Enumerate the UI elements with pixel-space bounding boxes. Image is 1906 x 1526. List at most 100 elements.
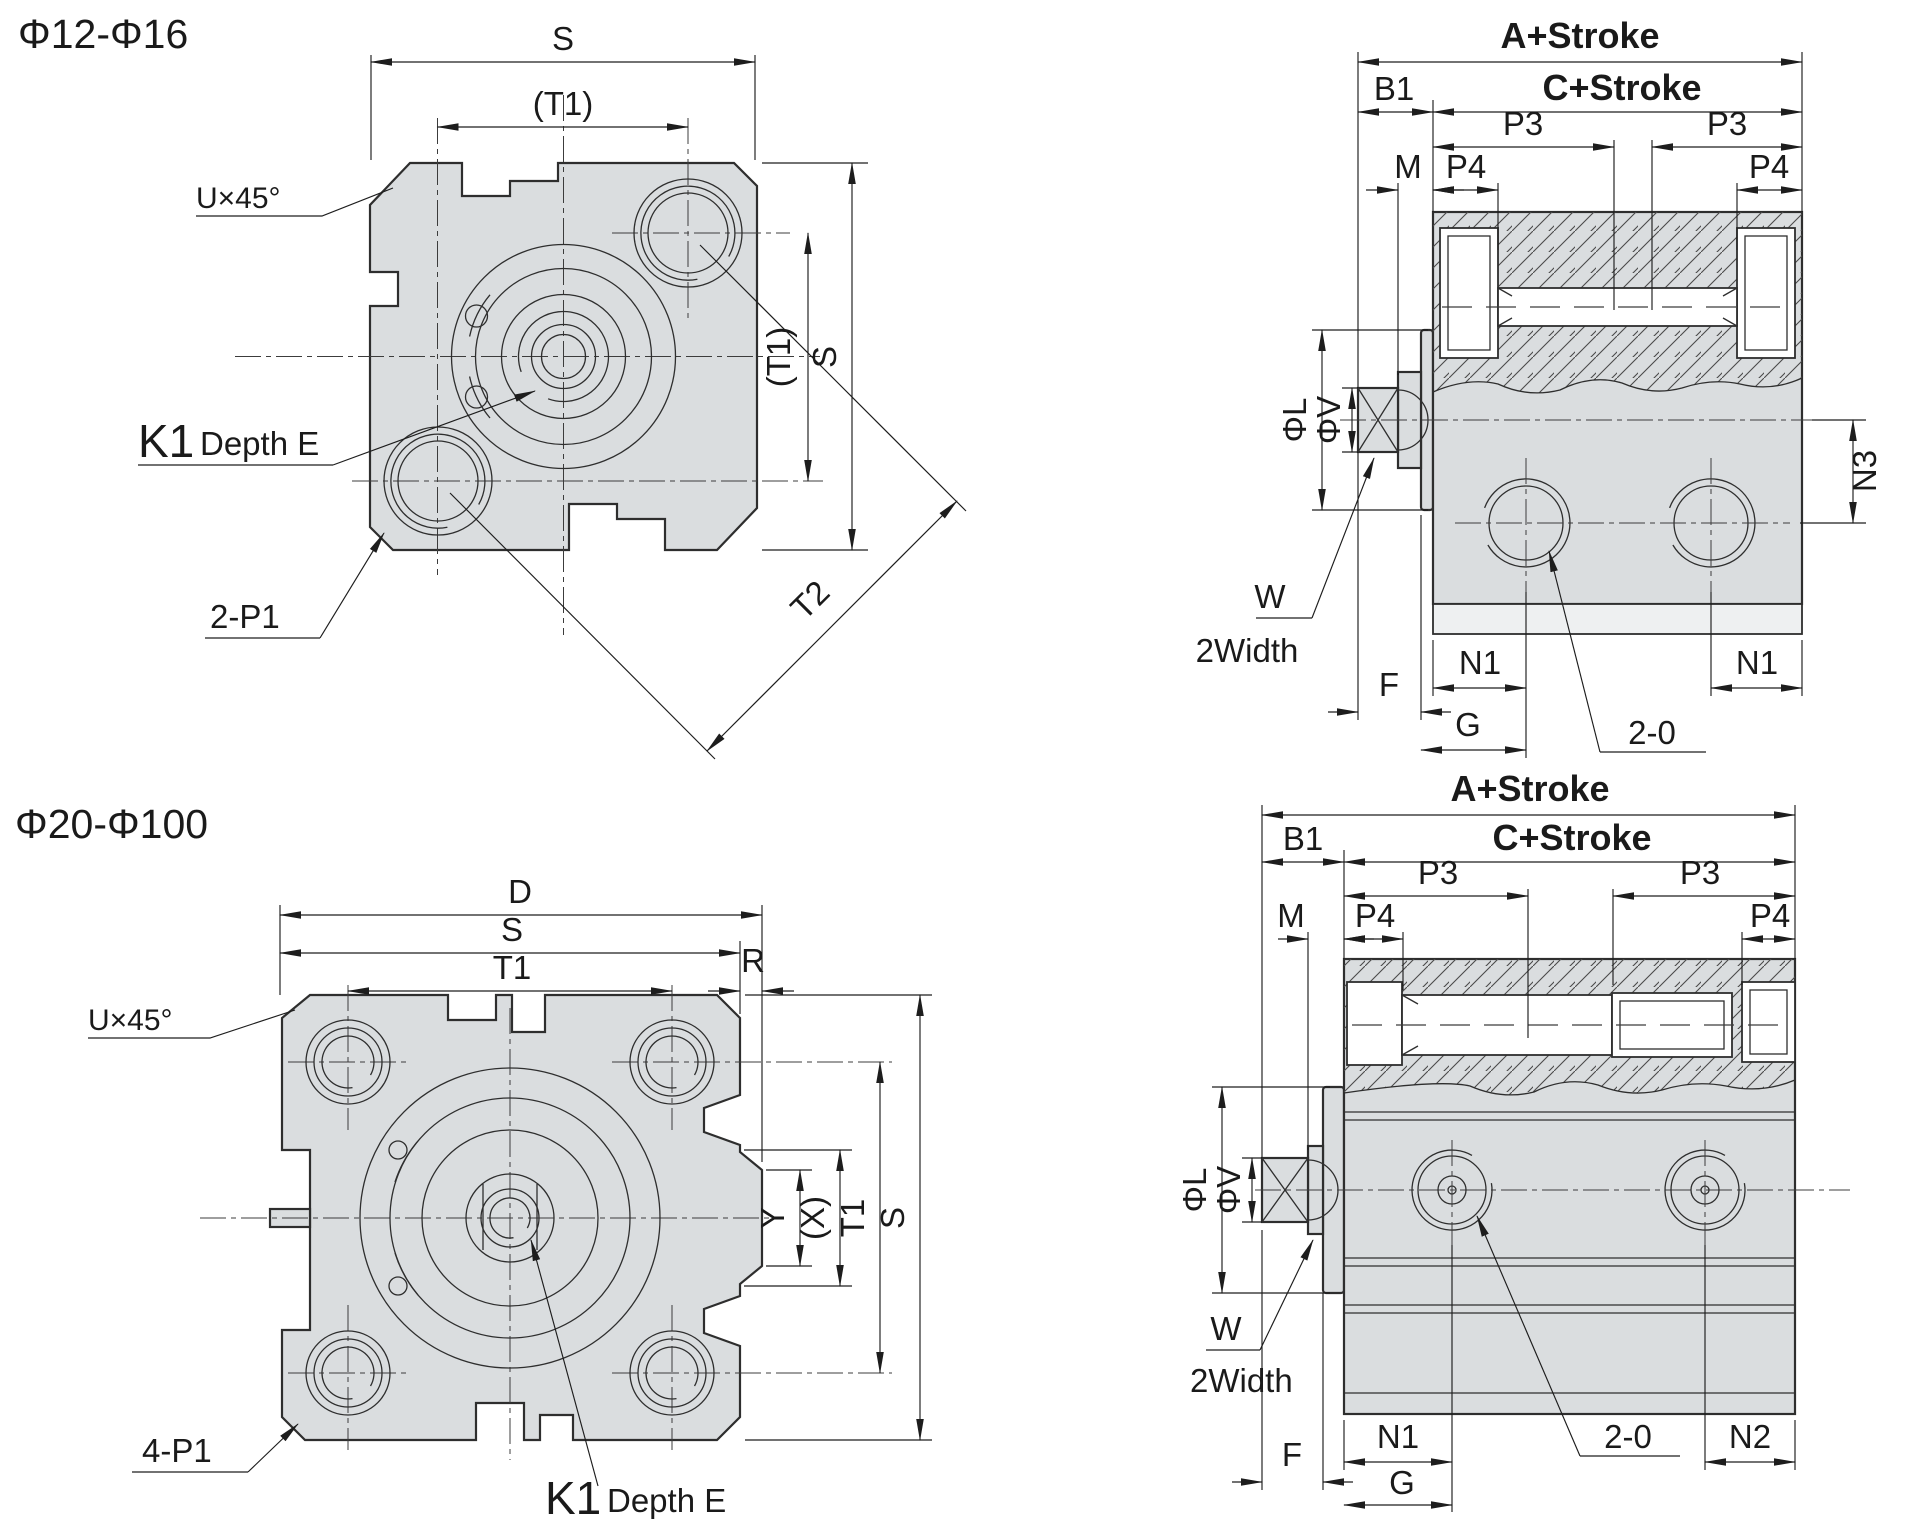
dim-label-m: M	[1394, 148, 1422, 185]
dim-g-large: G	[1343, 1245, 1453, 1512]
dim-label-s-top-large: S	[501, 911, 523, 948]
dim-n1-large: N1	[1343, 1418, 1453, 1470]
dim-label-c-stroke: C+Stroke	[1542, 67, 1701, 108]
dim-s-right-large: S	[745, 994, 932, 1441]
dim-m-large: M	[1277, 897, 1374, 1150]
cushion-hole-left-large	[1411, 1140, 1493, 1245]
dim-label-a-stroke: A+Stroke	[1500, 15, 1659, 56]
port-hole-top-right	[633, 178, 743, 288]
dim-label-t1-top-large: T1	[493, 949, 532, 986]
dim-b1-large: B1	[1261, 820, 1345, 866]
dim-a-stroke-large: A+Stroke	[1261, 768, 1796, 1158]
dim-label-k1-large: K1	[545, 1472, 601, 1524]
dim-phi-v: ΦV	[1310, 387, 1358, 453]
label-4-p1: 4-P1	[132, 1423, 299, 1473]
label-k1-depth: K1 Depth E	[138, 390, 536, 467]
label-u45-large: U×45°	[88, 1004, 296, 1039]
dim-label-t2: T2	[783, 573, 836, 626]
dim-label-p4-right-large: P4	[1750, 897, 1790, 934]
dim-label-p4-right: P4	[1749, 148, 1789, 185]
bore-circles	[450, 243, 677, 470]
dim-label-f: F	[1379, 666, 1399, 703]
front-view-large-bore: D S T1 R U×45° Y (X) T1 S 4-P1	[88, 873, 932, 1524]
label-w-2width-large: W 2Width	[1190, 1239, 1314, 1399]
dim-label-p3-left-large: P3	[1418, 854, 1458, 891]
dim-label-w: W	[1254, 578, 1286, 615]
dim-label-g: G	[1455, 706, 1481, 743]
dim-p3-right-large: P3	[1612, 854, 1796, 985]
dim-label-2o-large: 2-0	[1604, 1418, 1652, 1455]
dim-c-stroke-large: C+Stroke	[1343, 817, 1796, 959]
dim-label-p3-right-large: P3	[1680, 854, 1720, 891]
dim-b1: B1	[1357, 70, 1434, 116]
dim-label-k1: K1	[138, 415, 194, 467]
dim-label-u45: U×45°	[196, 182, 281, 215]
dim-p3-right: P3	[1651, 105, 1803, 310]
dim-t1-top: (T1)	[436, 85, 689, 131]
side-view-small-bore: A+Stroke C+Stroke B1 P3 P3 P4 P4 M ΦL	[1196, 15, 1883, 758]
dim-label-p3-right: P3	[1707, 105, 1747, 142]
label-2-o: 2-0	[1548, 550, 1706, 753]
dim-f: F	[1328, 452, 1451, 720]
dim-label-x: (X)	[794, 1196, 831, 1240]
dim-p4-right: P4	[1736, 148, 1803, 250]
dim-label-t1-right: (T1)	[760, 327, 797, 388]
dim-label-b1-large: B1	[1283, 820, 1323, 857]
dim-label-p3-left: P3	[1503, 105, 1543, 142]
front-view-small-bore: S (T1) U×45° K1 Depth E 2-P1 (T1) S T2	[138, 20, 967, 760]
dim-label-r: R	[741, 942, 765, 979]
body-bottom-strip	[1432, 603, 1803, 635]
dim-n3: N3	[1800, 419, 1883, 524]
dim-n1-right: N1	[1710, 592, 1803, 696]
dim-label-n1-large: N1	[1377, 1418, 1419, 1455]
dim-label-2width-large: 2Width	[1190, 1362, 1293, 1399]
dim-f-large: F	[1232, 1230, 1353, 1490]
dim-label-depth-e: Depth E	[200, 425, 319, 462]
dim-n2-large: N2	[1704, 1245, 1796, 1470]
dim-label-t1-top: (T1)	[533, 85, 594, 122]
dim-p3-left-large: P3	[1343, 854, 1529, 1038]
dim-label-n2-large: N2	[1729, 1418, 1771, 1455]
dim-t1-right: (T1)	[760, 232, 812, 482]
dim-t1-top-large: T1	[347, 949, 673, 995]
dim-label-2p1: 2-P1	[210, 598, 280, 635]
dim-p3-left: P3	[1432, 105, 1615, 310]
centerlines	[235, 95, 823, 635]
dim-label-t1-right-large: T1	[834, 1199, 871, 1238]
title-small-bore: Φ12-Φ16	[18, 11, 188, 57]
dim-label-n1-left: N1	[1459, 644, 1501, 681]
dim-m: M	[1366, 148, 1464, 375]
dim-phi-l: ΦL	[1276, 329, 1428, 511]
dim-r: R	[708, 942, 794, 995]
dim-p4-left-large: P4	[1343, 897, 1404, 990]
dim-label-p4-left-large: P4	[1355, 897, 1395, 934]
title-large-bore: Φ20-Φ100	[15, 801, 208, 847]
dim-label-2o: 2-0	[1628, 714, 1676, 751]
port-cavity-right-large	[1741, 981, 1796, 1063]
dim-y: Y	[754, 1169, 812, 1267]
label-w-2width: W 2Width	[1196, 457, 1375, 669]
side-view-large-bore: A+Stroke C+Stroke B1 P3 P3 P4 P4 M ΦL	[1176, 768, 1850, 1512]
dim-phi-l-large: ΦL	[1176, 1086, 1330, 1294]
corner-holes	[305, 1019, 715, 1416]
dim-label-a-stroke-large: A+Stroke	[1450, 768, 1609, 809]
centerlines-large	[200, 985, 892, 1460]
label-2-p1: 2-P1	[205, 532, 385, 639]
cushion-hole-right-large	[1664, 1140, 1746, 1245]
label-k1-depth-large: K1 Depth E	[530, 1239, 726, 1524]
dim-label-u45-large: U×45°	[88, 1004, 173, 1037]
dim-label-depth-e-large: Depth E	[607, 1482, 726, 1519]
dim-g: G	[1420, 592, 1527, 758]
dim-label-f-large: F	[1282, 1436, 1302, 1473]
dim-label-w-large: W	[1210, 1310, 1242, 1347]
dim-label-phi-l: ΦL	[1276, 398, 1313, 443]
dim-t1-right-large: T1	[834, 1061, 884, 1374]
dim-n1-left: N1	[1432, 640, 1527, 696]
port-cavity-left	[1439, 227, 1499, 359]
dim-label-4p1: 4-P1	[142, 1432, 212, 1469]
dim-label-s-right: S	[806, 346, 843, 368]
dim-label-s-top: S	[552, 20, 574, 57]
dim-label-phi-v-large: ΦV	[1210, 1166, 1247, 1214]
dim-label-c-stroke-large: C+Stroke	[1492, 817, 1651, 858]
